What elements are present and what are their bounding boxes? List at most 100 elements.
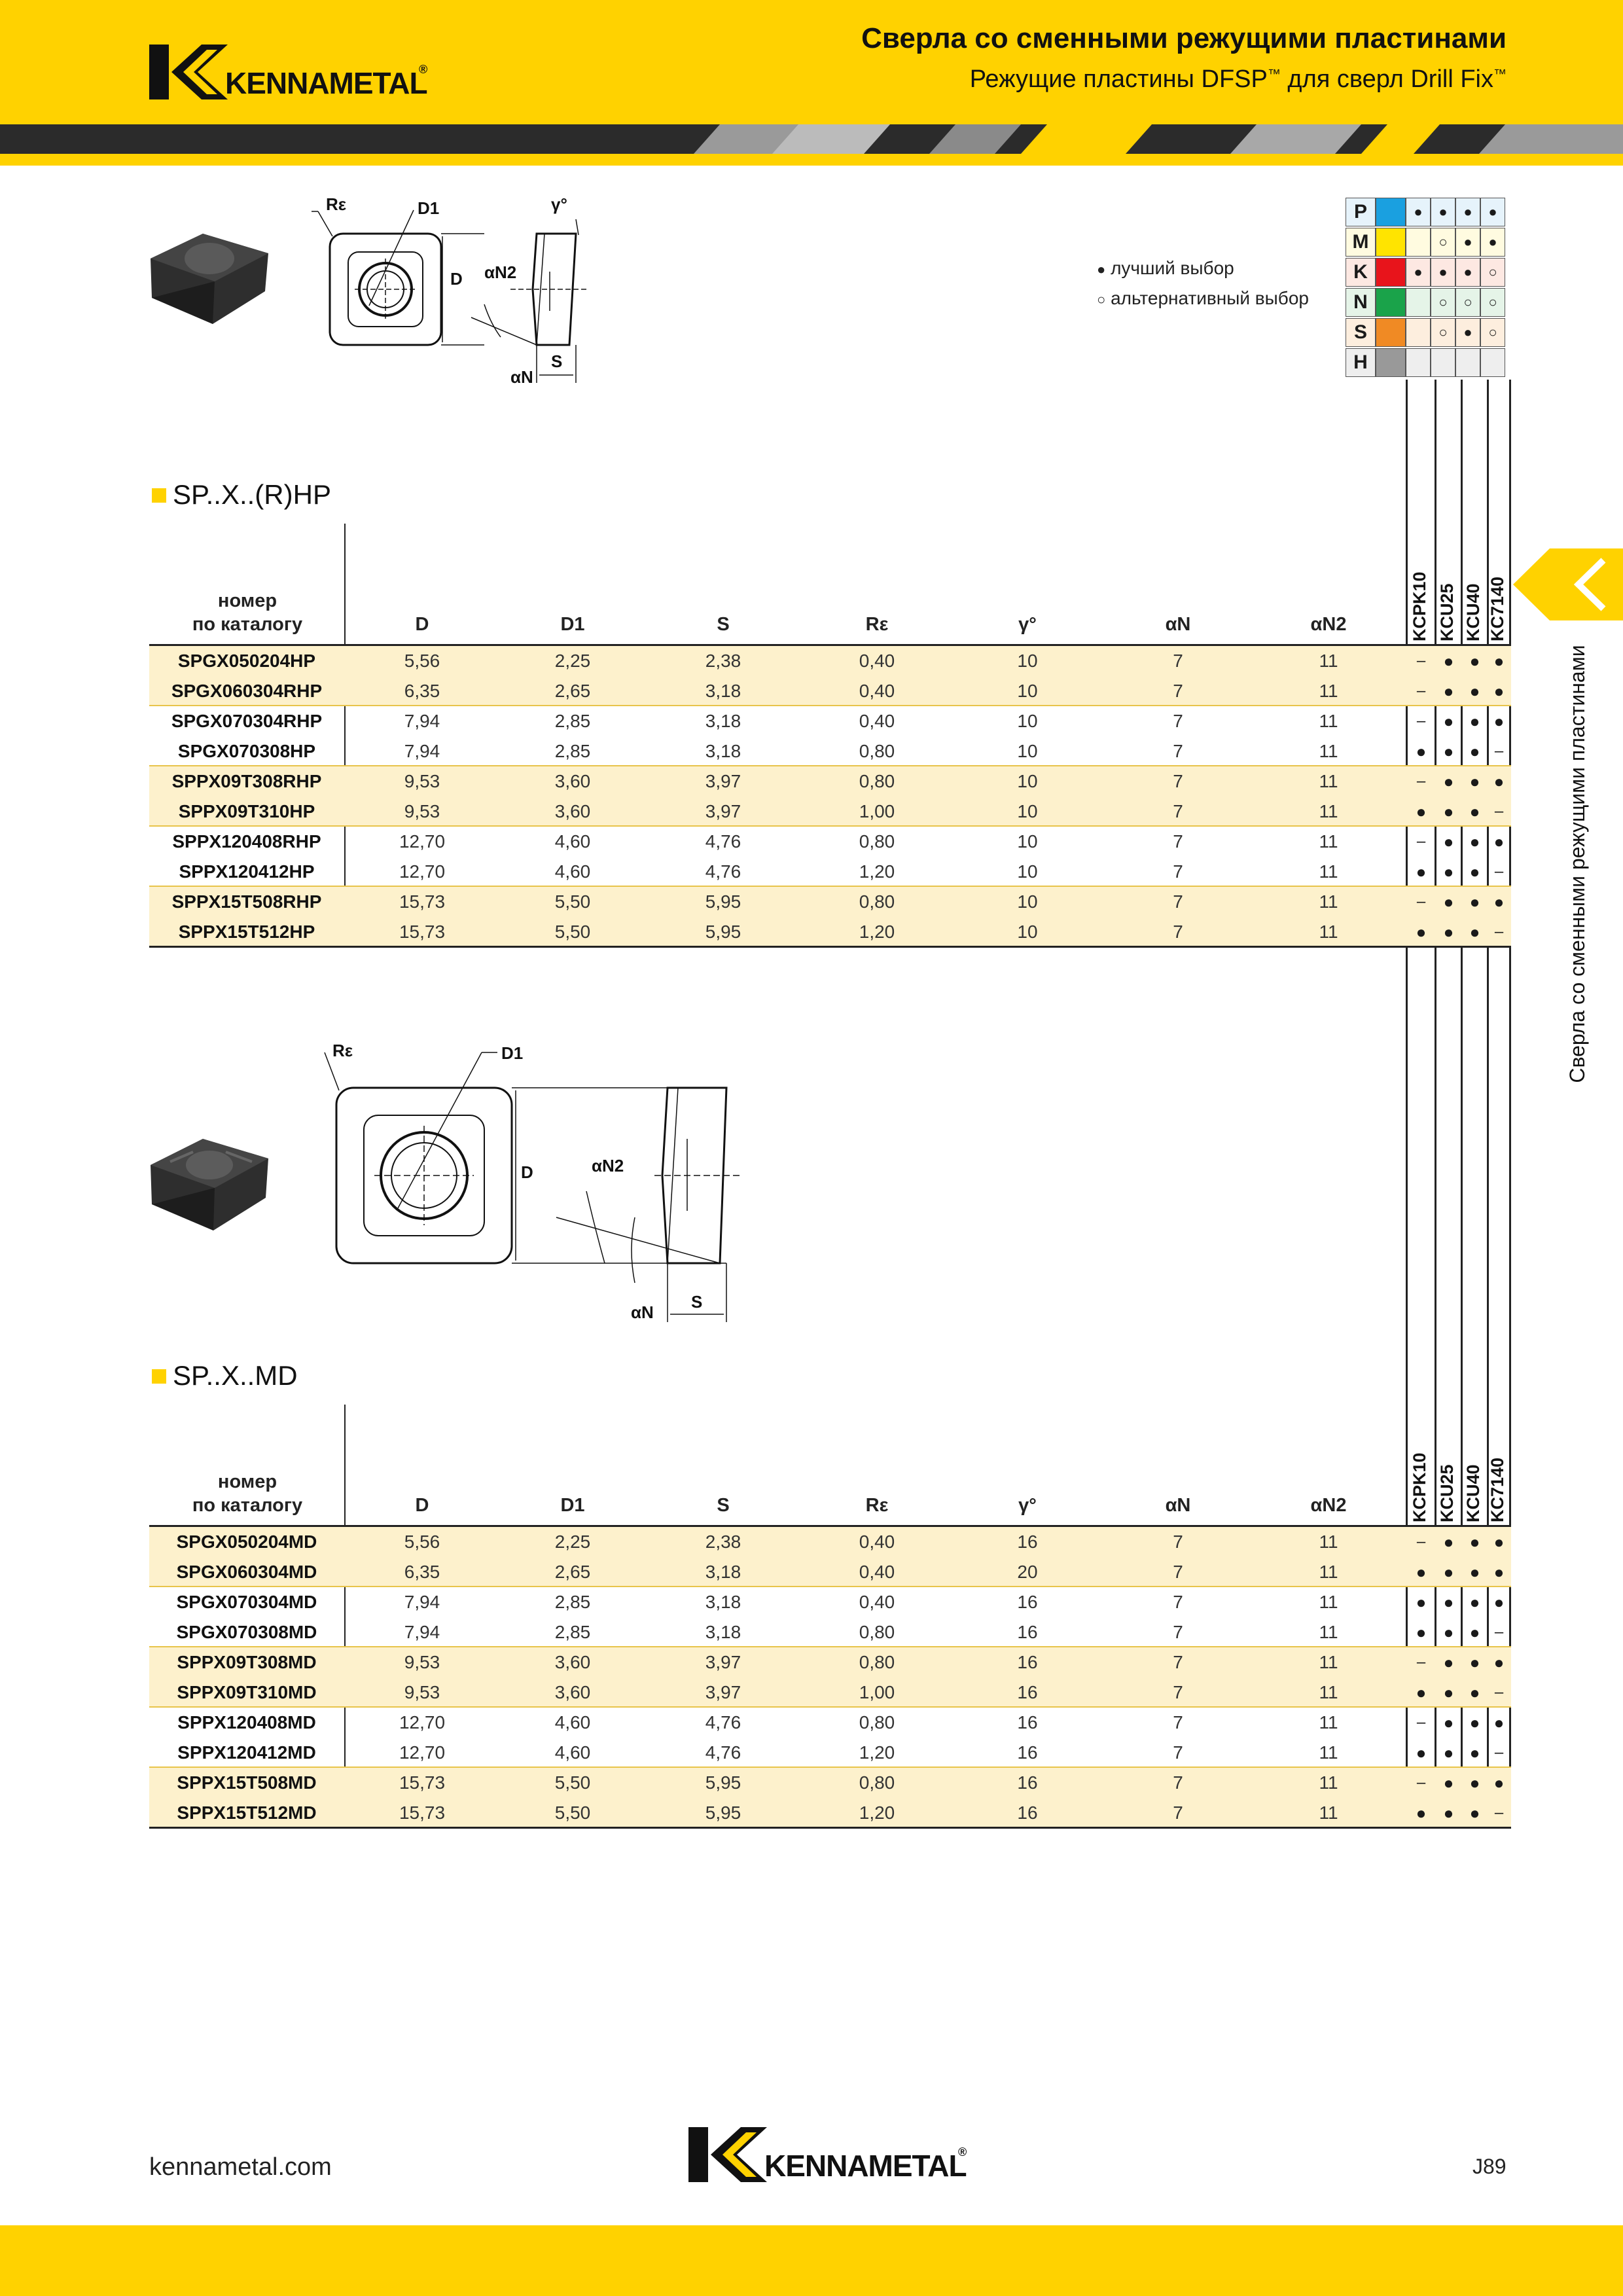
value-cell: 2,38 [705, 651, 741, 671]
legend-best-label: лучший выбор [1111, 258, 1234, 278]
material-mark: ○ [1431, 318, 1455, 347]
value-cell: 2,85 [554, 1622, 591, 1642]
label-d1-2: D1 [501, 1043, 523, 1063]
insert-image-hp [151, 234, 268, 324]
label-an-2: αN [631, 1302, 654, 1322]
value-cell: 9,53 [404, 771, 440, 791]
value-cell: 11 [1319, 741, 1338, 761]
material-mark [1455, 348, 1480, 377]
value-cell: 4,60 [554, 861, 591, 882]
column-header: γ° [1018, 1495, 1037, 1516]
grade-availability: ● [1443, 681, 1454, 701]
value-cell: 7,94 [404, 711, 440, 731]
grade-availability: – [1416, 893, 1426, 910]
value-cell: 11 [1319, 1562, 1338, 1582]
grade-availability: ● [1493, 892, 1505, 912]
grade-availability: ● [1443, 1743, 1454, 1763]
value-cell: 1,00 [859, 1682, 895, 1702]
material-mark: ○ [1431, 288, 1455, 317]
row-rule [149, 705, 1511, 706]
grade-availability: ● [1493, 681, 1505, 701]
value-cell: 7 [1173, 1772, 1183, 1793]
value-cell: 7 [1173, 801, 1183, 821]
label-an2-2: αN2 [592, 1156, 624, 1175]
grade-availability: ● [1443, 742, 1454, 761]
material-mark: ● [1431, 258, 1455, 287]
grade-availability: ● [1493, 651, 1505, 671]
value-cell: 7 [1173, 1532, 1183, 1552]
value-cell: 7 [1173, 1742, 1183, 1763]
value-cell: 7 [1173, 651, 1183, 671]
footer-url[interactable]: kennametal.com [149, 2153, 332, 2181]
value-cell: 4,60 [554, 1712, 591, 1732]
insert-diagram-hp: Rε D1 D αN2 αN S γ° [144, 193, 589, 389]
value-cell: 5,56 [404, 1532, 440, 1552]
value-cell: 5,95 [705, 891, 741, 912]
label-re-2: Rε [332, 1041, 353, 1060]
section-bullet-hp [152, 488, 166, 503]
material-code-m: M [1346, 228, 1376, 257]
grade-header-kcu40: KCU40 [1463, 1464, 1483, 1522]
value-cell: 3,60 [554, 801, 591, 821]
value-cell: 0,80 [859, 1712, 895, 1732]
grade-availability: ● [1443, 832, 1454, 852]
material-mark [1480, 348, 1505, 377]
value-cell: 7 [1173, 861, 1183, 882]
value-cell: 4,76 [705, 861, 741, 882]
side-tab [1513, 548, 1623, 620]
side-tab-label-wrap: Сверла со сменными режущими пластинами [1551, 628, 1603, 1100]
value-cell: 5,50 [554, 922, 591, 942]
grade-availability: ● [1443, 1803, 1454, 1823]
grade-availability: – [1494, 923, 1504, 941]
grade-availability: ● [1443, 1623, 1454, 1642]
value-cell: 1,00 [859, 801, 895, 821]
grade-availability: ● [1469, 1683, 1480, 1702]
value-cell: 5,95 [705, 1803, 741, 1823]
grade-availability: ● [1493, 1562, 1505, 1582]
grade-header-kcpk10: KCPK10 [1410, 1452, 1429, 1522]
footer-logo: KENNAMETAL ® [688, 2127, 967, 2183]
material-mark [1406, 318, 1431, 347]
column-header: γ° [1018, 614, 1037, 635]
legend-alt: ○ альтернативный выбор [1097, 288, 1309, 309]
value-cell: 12,70 [399, 831, 446, 852]
value-cell: 2,25 [554, 1532, 591, 1552]
label-d-2: D [521, 1162, 533, 1182]
grade-availability: – [1494, 1623, 1504, 1641]
grade-availability: ● [1469, 862, 1480, 882]
value-cell: 12,70 [399, 1712, 446, 1732]
trademark-1: ™ [1267, 67, 1281, 82]
catalog-number: SPPX120412HP [179, 861, 315, 882]
column-header: αN2 [1310, 1495, 1347, 1516]
catalog-number: SPPX09T310HP [178, 801, 315, 821]
catalog-number: SPPX15T512HP [178, 922, 315, 942]
grade-availability: ● [1469, 922, 1480, 942]
column-header: S [717, 614, 730, 635]
catalog-header-line1: номер [217, 1471, 277, 1492]
grade-availability: ● [1416, 922, 1427, 942]
value-cell: 2,25 [554, 651, 591, 671]
value-cell: 7,94 [404, 1622, 440, 1642]
grade-availability: ● [1469, 681, 1480, 701]
value-cell: 2,85 [554, 741, 591, 761]
grade-availability: ● [1493, 772, 1505, 791]
label-s-1: S [551, 351, 562, 371]
value-cell: 11 [1319, 711, 1338, 731]
grade-availability: ● [1443, 862, 1454, 882]
value-cell: 10 [1017, 891, 1038, 912]
grade-availability: ● [1469, 802, 1480, 821]
value-cell: 11 [1319, 1622, 1338, 1642]
value-cell: 11 [1319, 831, 1338, 852]
material-swatch-n [1376, 288, 1406, 317]
catalog-number: SPGX070308MD [176, 1622, 317, 1642]
section-title-md: SP..X..MD [173, 1360, 298, 1391]
value-cell: 15,73 [399, 922, 446, 942]
grade-availability: – [1416, 1774, 1426, 1791]
catalog-number: SPPX120408RHP [172, 831, 321, 852]
value-cell: 4,60 [554, 1742, 591, 1763]
column-header: αN [1165, 1495, 1191, 1516]
